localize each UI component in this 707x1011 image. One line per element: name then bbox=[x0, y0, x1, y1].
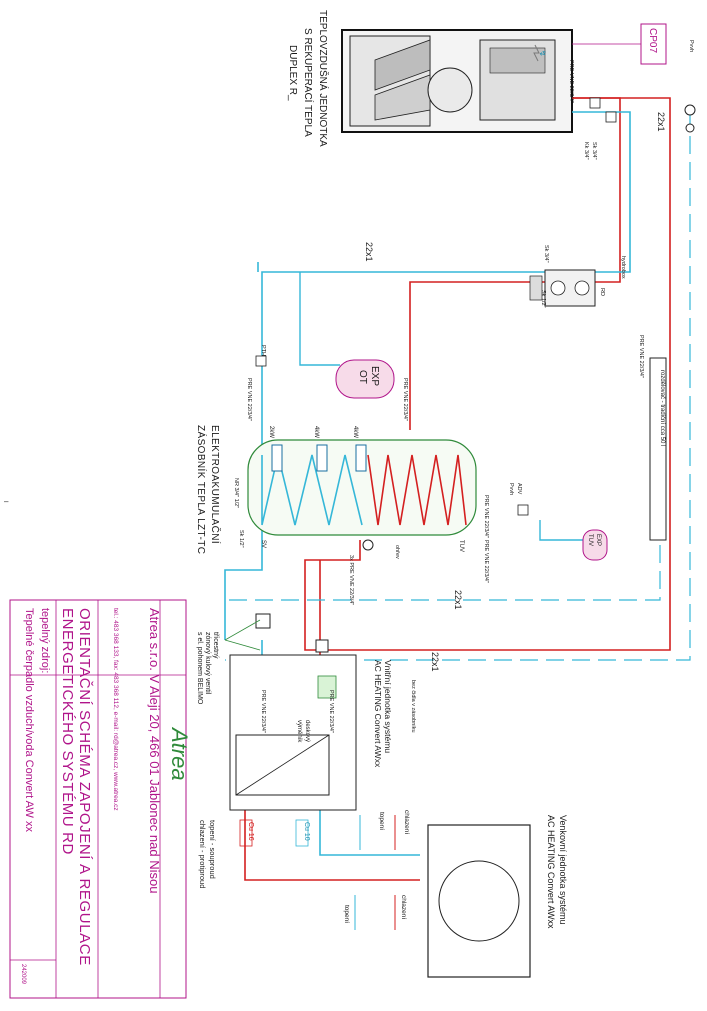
outdoor-label-2: AC HEATING Convert AWxx bbox=[546, 815, 556, 929]
svg-text:chlazení - protiproud: chlazení - protiproud bbox=[198, 820, 207, 888]
flow-arrows bbox=[354, 815, 396, 930]
hrv-unit: ↯ bbox=[341, 29, 573, 133]
svg-text:3x PRE VNE 22/3/4": 3x PRE VNE 22/3/4" bbox=[348, 555, 354, 605]
tank-label-1: ELEKTROAKUMULAČNÍ bbox=[209, 425, 222, 544]
title-line-2: ENERGETICKÉHO SYSTÉMU RD bbox=[59, 608, 76, 855]
heater-2kw-label: 2kW bbox=[268, 426, 274, 438]
company-line: Atrea s.r.o. V Aleji 20, 466 01 Jablonec… bbox=[147, 608, 162, 893]
indoor-unit: deskový výměník bbox=[229, 654, 357, 811]
svg-text:Pvvh: Pvvh bbox=[688, 40, 694, 52]
svg-text:PTH: PTH bbox=[260, 345, 266, 356]
svg-text:s el. pohonem BELIMO: s el. pohonem BELIMO bbox=[196, 632, 203, 705]
svg-text:Cu 10: Cu 10 bbox=[303, 822, 310, 841]
svg-text:PRE VNE 22/3/4": PRE VNE 22/3/4" bbox=[483, 540, 489, 583]
svg-text:EXP: EXP bbox=[369, 366, 380, 386]
doc-code: 242009 bbox=[20, 964, 26, 985]
svg-text:deskový: deskový bbox=[304, 720, 310, 742]
expansion-tank-tuv: EXP TUV bbox=[582, 529, 608, 561]
dim-22x1-d: 22x1 bbox=[430, 652, 440, 672]
svg-text:hydrobox: hydrobox bbox=[620, 256, 626, 279]
svg-text:↯: ↯ bbox=[538, 50, 547, 57]
svg-text:chlazení: chlazení bbox=[403, 810, 410, 834]
source-label: tepelný zdroj: bbox=[39, 608, 51, 673]
svg-text:třícestný: třícestný bbox=[212, 632, 219, 659]
source-value: Tepelné čerpadlo vzduch/voda Convert AW … bbox=[23, 608, 35, 832]
svg-text:CP07: CP07 bbox=[647, 28, 658, 53]
svg-text:PRE VNE 22/3/4": PRE VNE 22/3/4" bbox=[246, 378, 252, 421]
hrv-label-1: TEPLOVZDUŠNÁ JEDNOTKA bbox=[317, 10, 330, 147]
svg-text:TUV: TUV bbox=[587, 534, 593, 546]
svg-text:PRE VNE 22/3/4": PRE VNE 22/3/4" bbox=[328, 690, 334, 733]
dim-22x1-c: 22x1 bbox=[453, 590, 463, 610]
svg-text:PRE VNE 22/3/4": PRE VNE 22/3/4" bbox=[483, 495, 489, 538]
outdoor-label-1: Venkovní jednotka systému bbox=[558, 815, 568, 925]
svg-text:OT: OT bbox=[357, 370, 368, 384]
svg-text:Kk 3/4": Kk 3/4" bbox=[583, 142, 589, 160]
svg-text:EXP: EXP bbox=[595, 534, 601, 546]
atrea-logo: Atrea bbox=[167, 726, 192, 781]
indoor-label-2: AC HEATING Convert AWxx bbox=[373, 660, 383, 768]
hrv-label-3: DUPLEX R_ bbox=[287, 45, 298, 101]
hrv-label-2: S REKUPERACÍ TEPLA bbox=[302, 28, 315, 137]
indoor-label-1: Vnitřní jednotka systému bbox=[383, 660, 393, 753]
svg-text:Pvvh: Pvvh bbox=[508, 483, 514, 495]
svg-text:ohřev: ohřev bbox=[394, 545, 400, 559]
cu16-tag: Cu 16 bbox=[239, 819, 254, 847]
svg-text:Sk 3/4": Sk 3/4" bbox=[543, 245, 549, 263]
outdoor-unit bbox=[427, 824, 531, 978]
expansion-tank-ot: EXP OT bbox=[335, 359, 395, 399]
title-block: Atrea s.r.o. V Aleji 20, 466 01 Jablonec… bbox=[9, 599, 192, 999]
svg-text:Sk 1/2": Sk 1/2" bbox=[540, 290, 546, 308]
fittings bbox=[224, 97, 696, 653]
svg-text:Sk 1/2": Sk 1/2" bbox=[238, 530, 244, 548]
svg-text:zónový kulový ventil: zónový kulový ventil bbox=[204, 632, 211, 695]
title-line-1: ORIENTAČNÍ SCHÉMA ZAPOJENÍ A REGULACE bbox=[76, 608, 93, 966]
svg-text:Sk 3/4": Sk 3/4" bbox=[591, 142, 597, 160]
tank-label-2: ZÁSOBNÍK TEPLA LZT-TC bbox=[195, 425, 208, 554]
heater-4kw-label-2: 4kW bbox=[352, 426, 358, 438]
svg-text:RD: RD bbox=[599, 288, 605, 296]
svg-text:topení: topení bbox=[378, 812, 385, 830]
svg-text:NR 3/4" 1/2": NR 3/4" 1/2" bbox=[233, 478, 239, 508]
hydrobox bbox=[529, 269, 596, 307]
svg-text:–: – bbox=[4, 497, 9, 506]
svg-text:chlazení: chlazení bbox=[400, 895, 407, 919]
svg-text:TUV: TUV bbox=[458, 540, 464, 552]
svg-text:rozdělovač - tradiční cca 50 l: rozdělovač - tradiční cca 50 l bbox=[659, 370, 665, 446]
svg-text:PRE VNE 22/3/4": PRE VNE 22/3/4" bbox=[638, 335, 644, 378]
svg-text:topení - souproud: topení - souproud bbox=[208, 820, 217, 879]
storage-tank bbox=[247, 439, 477, 536]
svg-text:PRE VNE 22/3/4": PRE VNE 22/3/4" bbox=[402, 378, 408, 421]
distributor: rozdělovač - tradiční cca 50 l bbox=[649, 357, 667, 541]
svg-text:PRE VNE 22/3/4": PRE VNE 22/3/4" bbox=[568, 60, 574, 103]
svg-text:SV: SV bbox=[260, 540, 266, 548]
heater-4kw-label: 4kW bbox=[313, 426, 319, 438]
svg-text:topení: topení bbox=[343, 905, 350, 923]
svg-text:Cu 16: Cu 16 bbox=[247, 822, 254, 841]
svg-text:Atrea: Atrea bbox=[167, 726, 192, 781]
dim-22x1-b: 22x1 bbox=[364, 242, 374, 262]
contact-line: tel.: 483 368 133, fax: 483 368 112, e-m… bbox=[112, 608, 119, 811]
svg-text:výměník: výměník bbox=[296, 720, 302, 743]
svg-text:ADV: ADV bbox=[516, 483, 522, 495]
cp07-tag: CP07 bbox=[572, 23, 667, 65]
svg-text:bez čidla v zásobníku: bez čidla v zásobníku bbox=[410, 680, 416, 733]
cu10-tag: Cu 10 bbox=[295, 819, 310, 847]
dim-22x1-a: 22x1 bbox=[656, 112, 666, 132]
svg-text:PRE VNE 22/3/4": PRE VNE 22/3/4" bbox=[260, 690, 266, 733]
